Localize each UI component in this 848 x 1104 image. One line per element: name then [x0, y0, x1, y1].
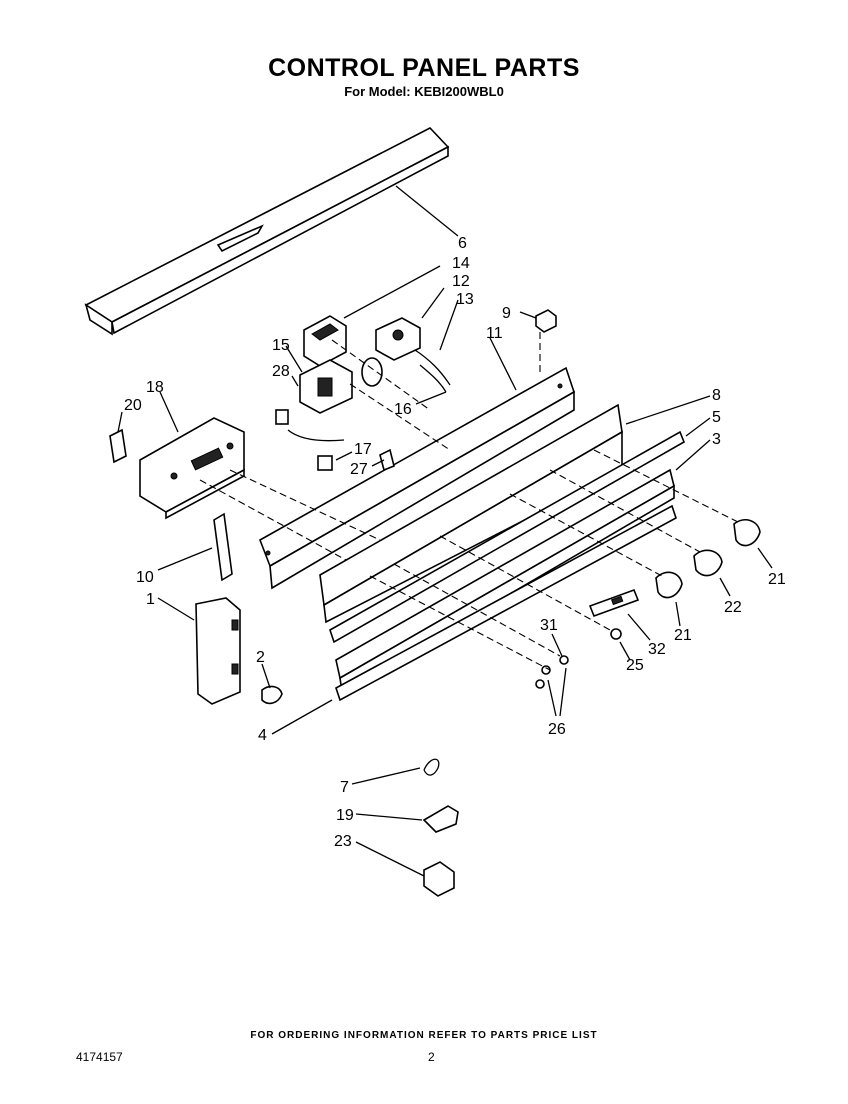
callout-25: 25 — [626, 657, 644, 674]
part-28-connector — [275, 409, 289, 425]
leader-lines — [117, 185, 773, 877]
callout-labels: 6 14 12 13 9 11 15 28 16 18 20 17 27 8 5… — [124, 235, 786, 850]
callout-23: 23 — [334, 833, 352, 850]
callout-7: 7 — [340, 779, 349, 796]
callout-22: 22 — [724, 599, 742, 616]
part-15-transformer — [299, 359, 353, 414]
callout-8: 8 — [712, 387, 721, 404]
part-27-clip — [379, 448, 395, 472]
part-13-wiring — [361, 349, 451, 393]
alignment-lines — [199, 332, 739, 671]
callout-11: 11 — [486, 325, 503, 342]
callout-32: 32 — [648, 641, 666, 658]
part-4-rail — [335, 504, 677, 702]
part-22-knob — [693, 549, 723, 577]
part-5-rail — [329, 430, 686, 644]
callout-21-right: 21 — [768, 571, 786, 588]
part-11-control-strip — [259, 366, 575, 590]
callout-15: 15 — [272, 337, 290, 354]
callout-28: 28 — [272, 363, 290, 380]
callout-21-left: 21 — [674, 627, 692, 644]
page-title: CONTROL PANEL PARTS — [268, 54, 580, 82]
callout-9: 9 — [502, 305, 511, 322]
part-9-clip — [535, 309, 557, 333]
document-number: 4174157 — [76, 1050, 123, 1064]
part-12-switch — [375, 317, 421, 361]
part-21-knob-right — [733, 519, 761, 547]
callout-27: 27 — [350, 461, 368, 478]
callout-17: 17 — [354, 441, 372, 458]
callout-13: 13 — [456, 291, 474, 308]
callout-19: 19 — [336, 807, 354, 824]
part-25-screw — [610, 628, 622, 640]
part-10-end-bracket — [213, 512, 233, 582]
callout-16: 16 — [394, 401, 412, 418]
callout-3: 3 — [712, 431, 721, 448]
part-2-knob — [261, 685, 283, 705]
part-18-timer-module — [139, 417, 245, 520]
part-23-clip — [423, 861, 455, 897]
callout-5: 5 — [712, 409, 721, 426]
part-20-bracket — [109, 428, 127, 464]
part-26-screws — [535, 665, 551, 689]
model-subtitle: For Model: KEBI200WBL0 — [344, 84, 504, 99]
page-number: 2 — [428, 1050, 435, 1064]
callout-2: 2 — [256, 649, 265, 666]
callout-18: 18 — [146, 379, 164, 396]
callout-6: 6 — [458, 235, 467, 252]
part-17-sensor — [287, 429, 345, 471]
part-31-screw — [559, 655, 569, 665]
callout-26: 26 — [548, 721, 566, 738]
callout-4: 4 — [258, 727, 267, 744]
callout-12: 12 — [452, 273, 470, 290]
callout-31: 31 — [540, 617, 558, 634]
part-32-insert — [588, 588, 640, 618]
part-6-trim-bar — [84, 127, 450, 336]
part-14-transformer — [303, 315, 347, 367]
callout-10: 10 — [136, 569, 154, 586]
part-7-clip — [423, 758, 440, 776]
part-19-clip — [422, 805, 459, 833]
callout-14: 14 — [452, 255, 470, 272]
part-21-knob-left — [655, 571, 683, 599]
part-1-end-cap — [195, 597, 241, 705]
callout-20: 20 — [124, 397, 142, 414]
ordering-note: FOR ORDERING INFORMATION REFER TO PARTS … — [250, 1030, 598, 1041]
callout-1: 1 — [146, 591, 155, 608]
